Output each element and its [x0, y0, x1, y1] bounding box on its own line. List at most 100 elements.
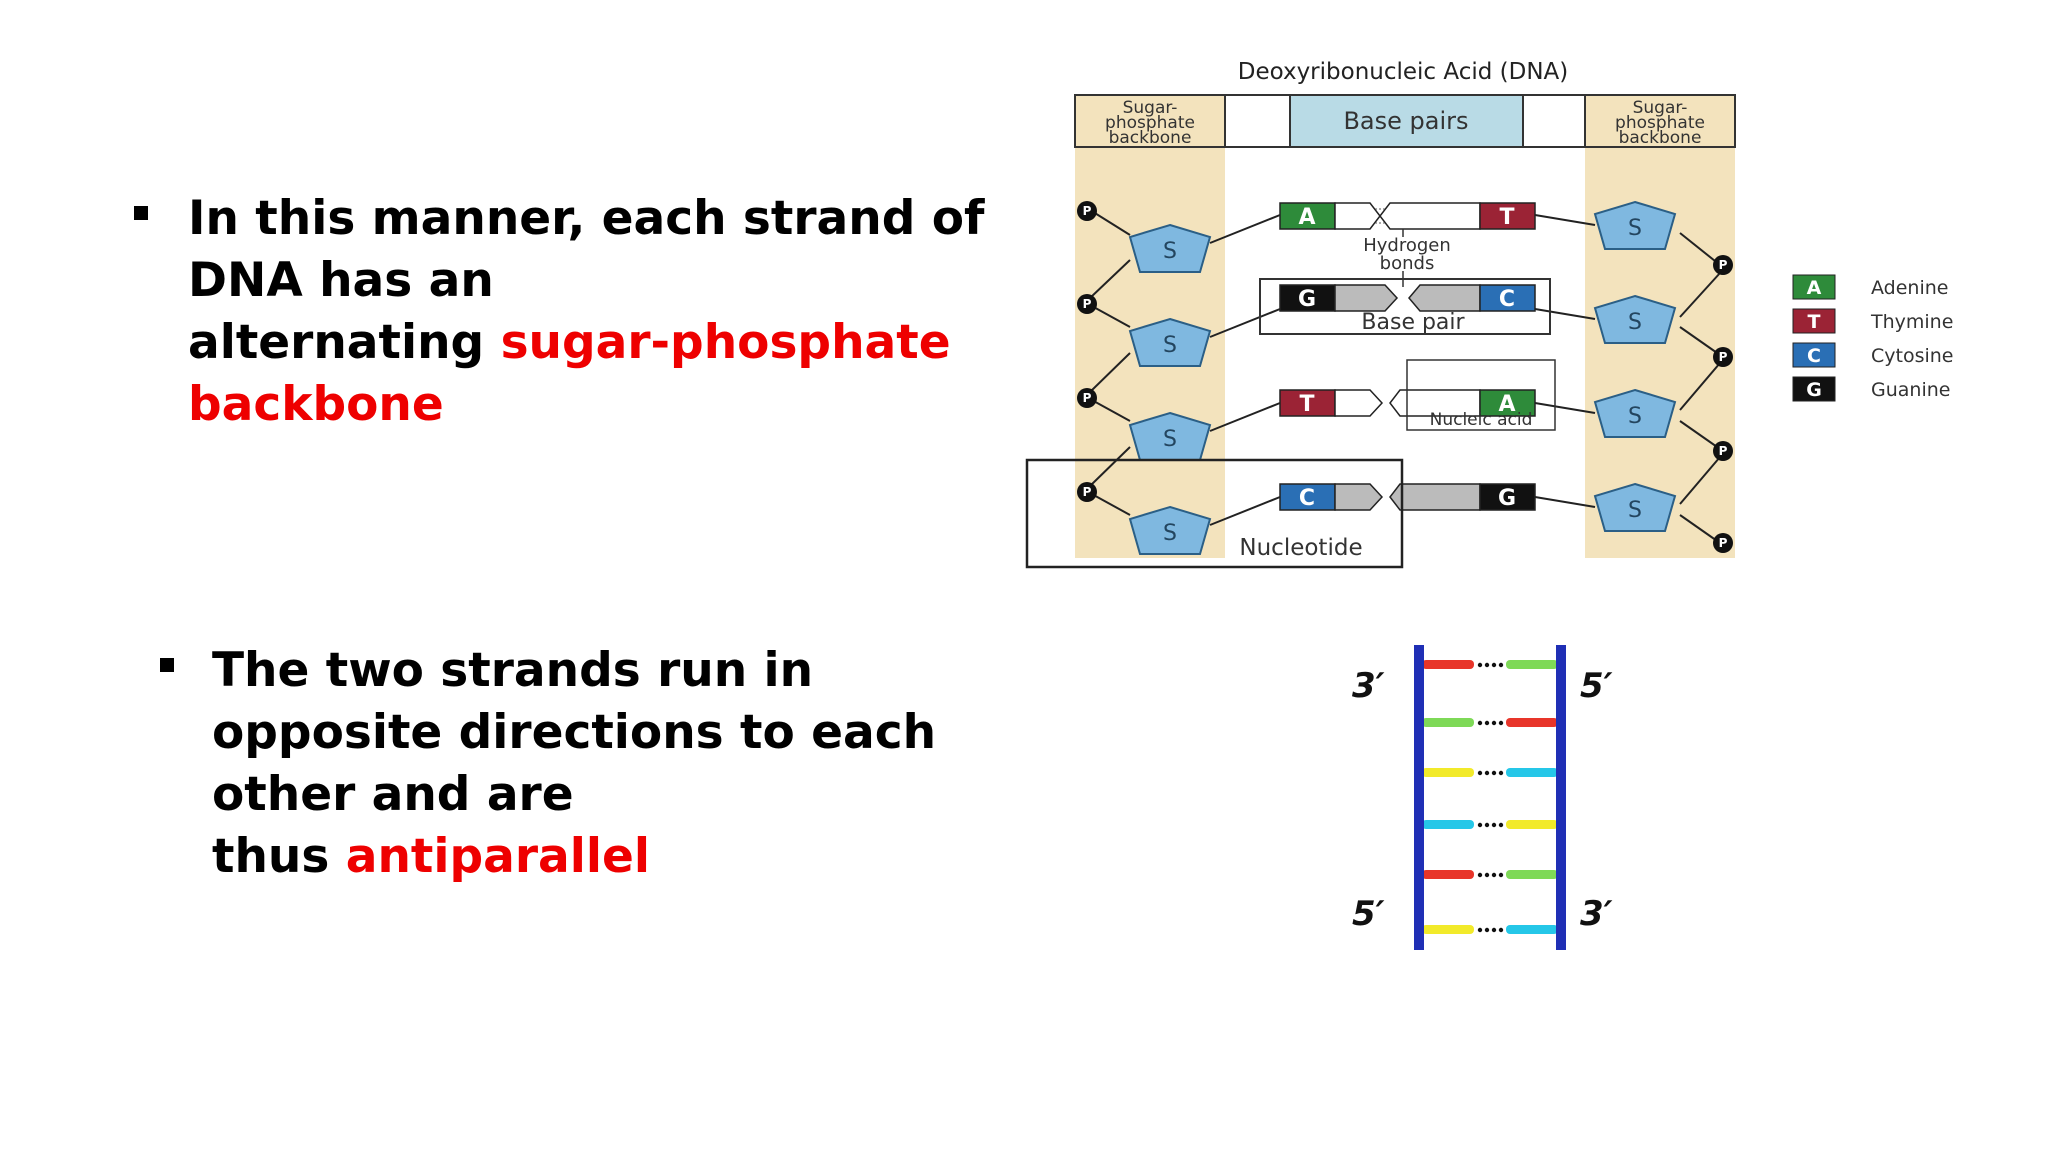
phosphate-left-2 [1077, 294, 1097, 314]
header-left-line3: backbone [1109, 128, 1192, 148]
bullet2-line2: opposite directions to each [212, 705, 937, 760]
bullet-text-2: The two strands run in opposite directio… [212, 640, 937, 888]
base-pair-4-left: C [1299, 486, 1315, 511]
sugar-left-1-label: S [1163, 239, 1177, 264]
legend-swatch-guanine [1792, 376, 1836, 402]
ladder-left-strand [1414, 645, 1424, 950]
sugar-left-2-label: S [1163, 333, 1177, 358]
sugar-right-4 [1593, 482, 1677, 532]
ladder-rungs [1422, 660, 1558, 934]
nucleotide-label: Nucleotide [1239, 535, 1362, 561]
phosphate-left-4 [1077, 482, 1097, 502]
phosphate-right-1 [1713, 255, 1733, 275]
bullet2-line1: The two strands run in [212, 643, 814, 698]
sugar-right-1-label: S [1628, 216, 1642, 241]
antiparallel-ladder-diagram: 3′ 5′ 5′ 3′ [1352, 645, 1613, 950]
phosphate-left-4-label: P [1083, 485, 1092, 499]
phosphate-right-3-label: P [1719, 444, 1728, 458]
base-pair-2-right: C [1499, 287, 1515, 312]
bullet2-line3: other and are [212, 767, 574, 822]
nucleic-acid-box [1406, 359, 1556, 431]
sugar-left-4 [1128, 505, 1212, 555]
bullet1-line1: In this manner, each strand of [188, 191, 985, 246]
phosphate-right-1-label: P [1719, 258, 1728, 272]
rung-3-left [1422, 768, 1474, 777]
sugar-left-4-label: S [1163, 521, 1177, 546]
base-pair-3-left: T [1299, 392, 1314, 417]
ladder-label-bottom-left: 5′ [1352, 894, 1385, 934]
base-pair-row-1: A T [1279, 202, 1536, 230]
base-pair-row-2: G C [1279, 284, 1536, 312]
base-pair-label: Base pair [1361, 310, 1465, 335]
ladder-label-bottom-right: 3′ [1580, 894, 1613, 934]
base-pair-row-3: T A [1279, 389, 1536, 417]
base-pair-1-right: T [1499, 205, 1514, 230]
sugar-right-1 [1593, 200, 1677, 250]
ladder-right-strand [1556, 645, 1566, 950]
legend-name-thymine: Thymine [1870, 311, 1953, 333]
bullet2-line4-prefix: thus [212, 829, 346, 884]
sugar-left-1 [1128, 223, 1212, 273]
bullet-text-1: In this manner, each strand of DNA has a… [188, 188, 985, 436]
bullet1-line3-prefix: alternating [188, 315, 501, 370]
bullet-marker-1 [134, 206, 148, 220]
sugar-left-3-label: S [1163, 427, 1177, 452]
header-right-line2: phosphate [1615, 113, 1705, 133]
dna-structure-diagram: Deoxyribonucleic Acid (DNA) Sugar- phosp… [1025, 59, 1954, 569]
rung-3-right [1506, 768, 1558, 777]
phosphate-right-2 [1713, 347, 1733, 367]
header-center-label: Base pairs [1343, 107, 1468, 135]
base-pair-2-left: G [1298, 287, 1316, 312]
legend-letter-guanine: G [1806, 379, 1822, 401]
rung-4-right [1506, 820, 1558, 829]
rung-1-left [1422, 660, 1474, 669]
phosphate-left-3-label: P [1083, 391, 1092, 405]
rung-2-left [1422, 718, 1474, 727]
nucleotide-box [1025, 458, 1404, 569]
phosphate-left-1 [1077, 201, 1097, 221]
legend-name-guanine: Guanine [1871, 379, 1950, 401]
base-pair-box [1259, 278, 1551, 335]
hydrogen-bonds-label-2: bonds [1380, 253, 1435, 274]
legend-name-adenine: Adenine [1871, 277, 1948, 299]
base-pair-4-right: G [1498, 486, 1516, 511]
hydrogen-bonds-label-1: Hydrogen [1363, 235, 1451, 256]
sugar-right-2-label: S [1628, 310, 1642, 335]
legend-swatch-cytosine [1792, 342, 1836, 368]
sugar-left-2 [1128, 317, 1212, 367]
legend-letter-adenine: A [1807, 277, 1822, 299]
sugar-right-4-label: S [1628, 498, 1642, 523]
phosphate-right-3 [1713, 441, 1733, 461]
sugar-right-3 [1593, 388, 1677, 438]
phosphate-left-1-label: P [1083, 204, 1092, 218]
legend-swatch-thymine [1792, 308, 1836, 334]
legend-letter-thymine: T [1808, 311, 1821, 333]
header-right-box [1584, 94, 1736, 148]
sugar-right-3-label: S [1628, 404, 1642, 429]
header-right-line1: Sugar- [1633, 98, 1688, 118]
phosphate-left-3 [1077, 388, 1097, 408]
rung-4-left [1422, 820, 1474, 829]
header-left-box [1074, 94, 1226, 148]
base-pair-row-4: C G [1279, 483, 1536, 511]
bullet1-highlight-sugar-phosphate: sugar-phosphate [500, 315, 951, 370]
phosphate-right-2-label: P [1719, 350, 1728, 364]
rung-5-right [1506, 870, 1558, 879]
rung-5-left [1422, 870, 1474, 879]
header-left-line2: phosphate [1105, 113, 1195, 133]
bullet1-line2: DNA has an [188, 253, 494, 308]
base-legend: A Adenine T Thymine C Cytosine G Guanine [1792, 274, 1954, 402]
rung-1-right [1506, 660, 1558, 669]
base-pair-1-left: A [1298, 205, 1315, 230]
rung-6-right [1506, 925, 1558, 934]
ladder-label-top-right: 5′ [1580, 666, 1613, 706]
phosphate-left-2-label: P [1083, 297, 1092, 311]
phosphate-right-4 [1713, 533, 1733, 553]
right-backbone-lines [1534, 214, 1721, 544]
header-right-line3: backbone [1619, 128, 1702, 148]
nucleic-acid-label: Nucleic acid [1430, 410, 1533, 430]
rung-6-left [1422, 925, 1474, 934]
legend-letter-cytosine: C [1807, 345, 1821, 367]
base-pair-3-right: A [1498, 392, 1515, 417]
legend-swatch-adenine [1792, 274, 1836, 300]
